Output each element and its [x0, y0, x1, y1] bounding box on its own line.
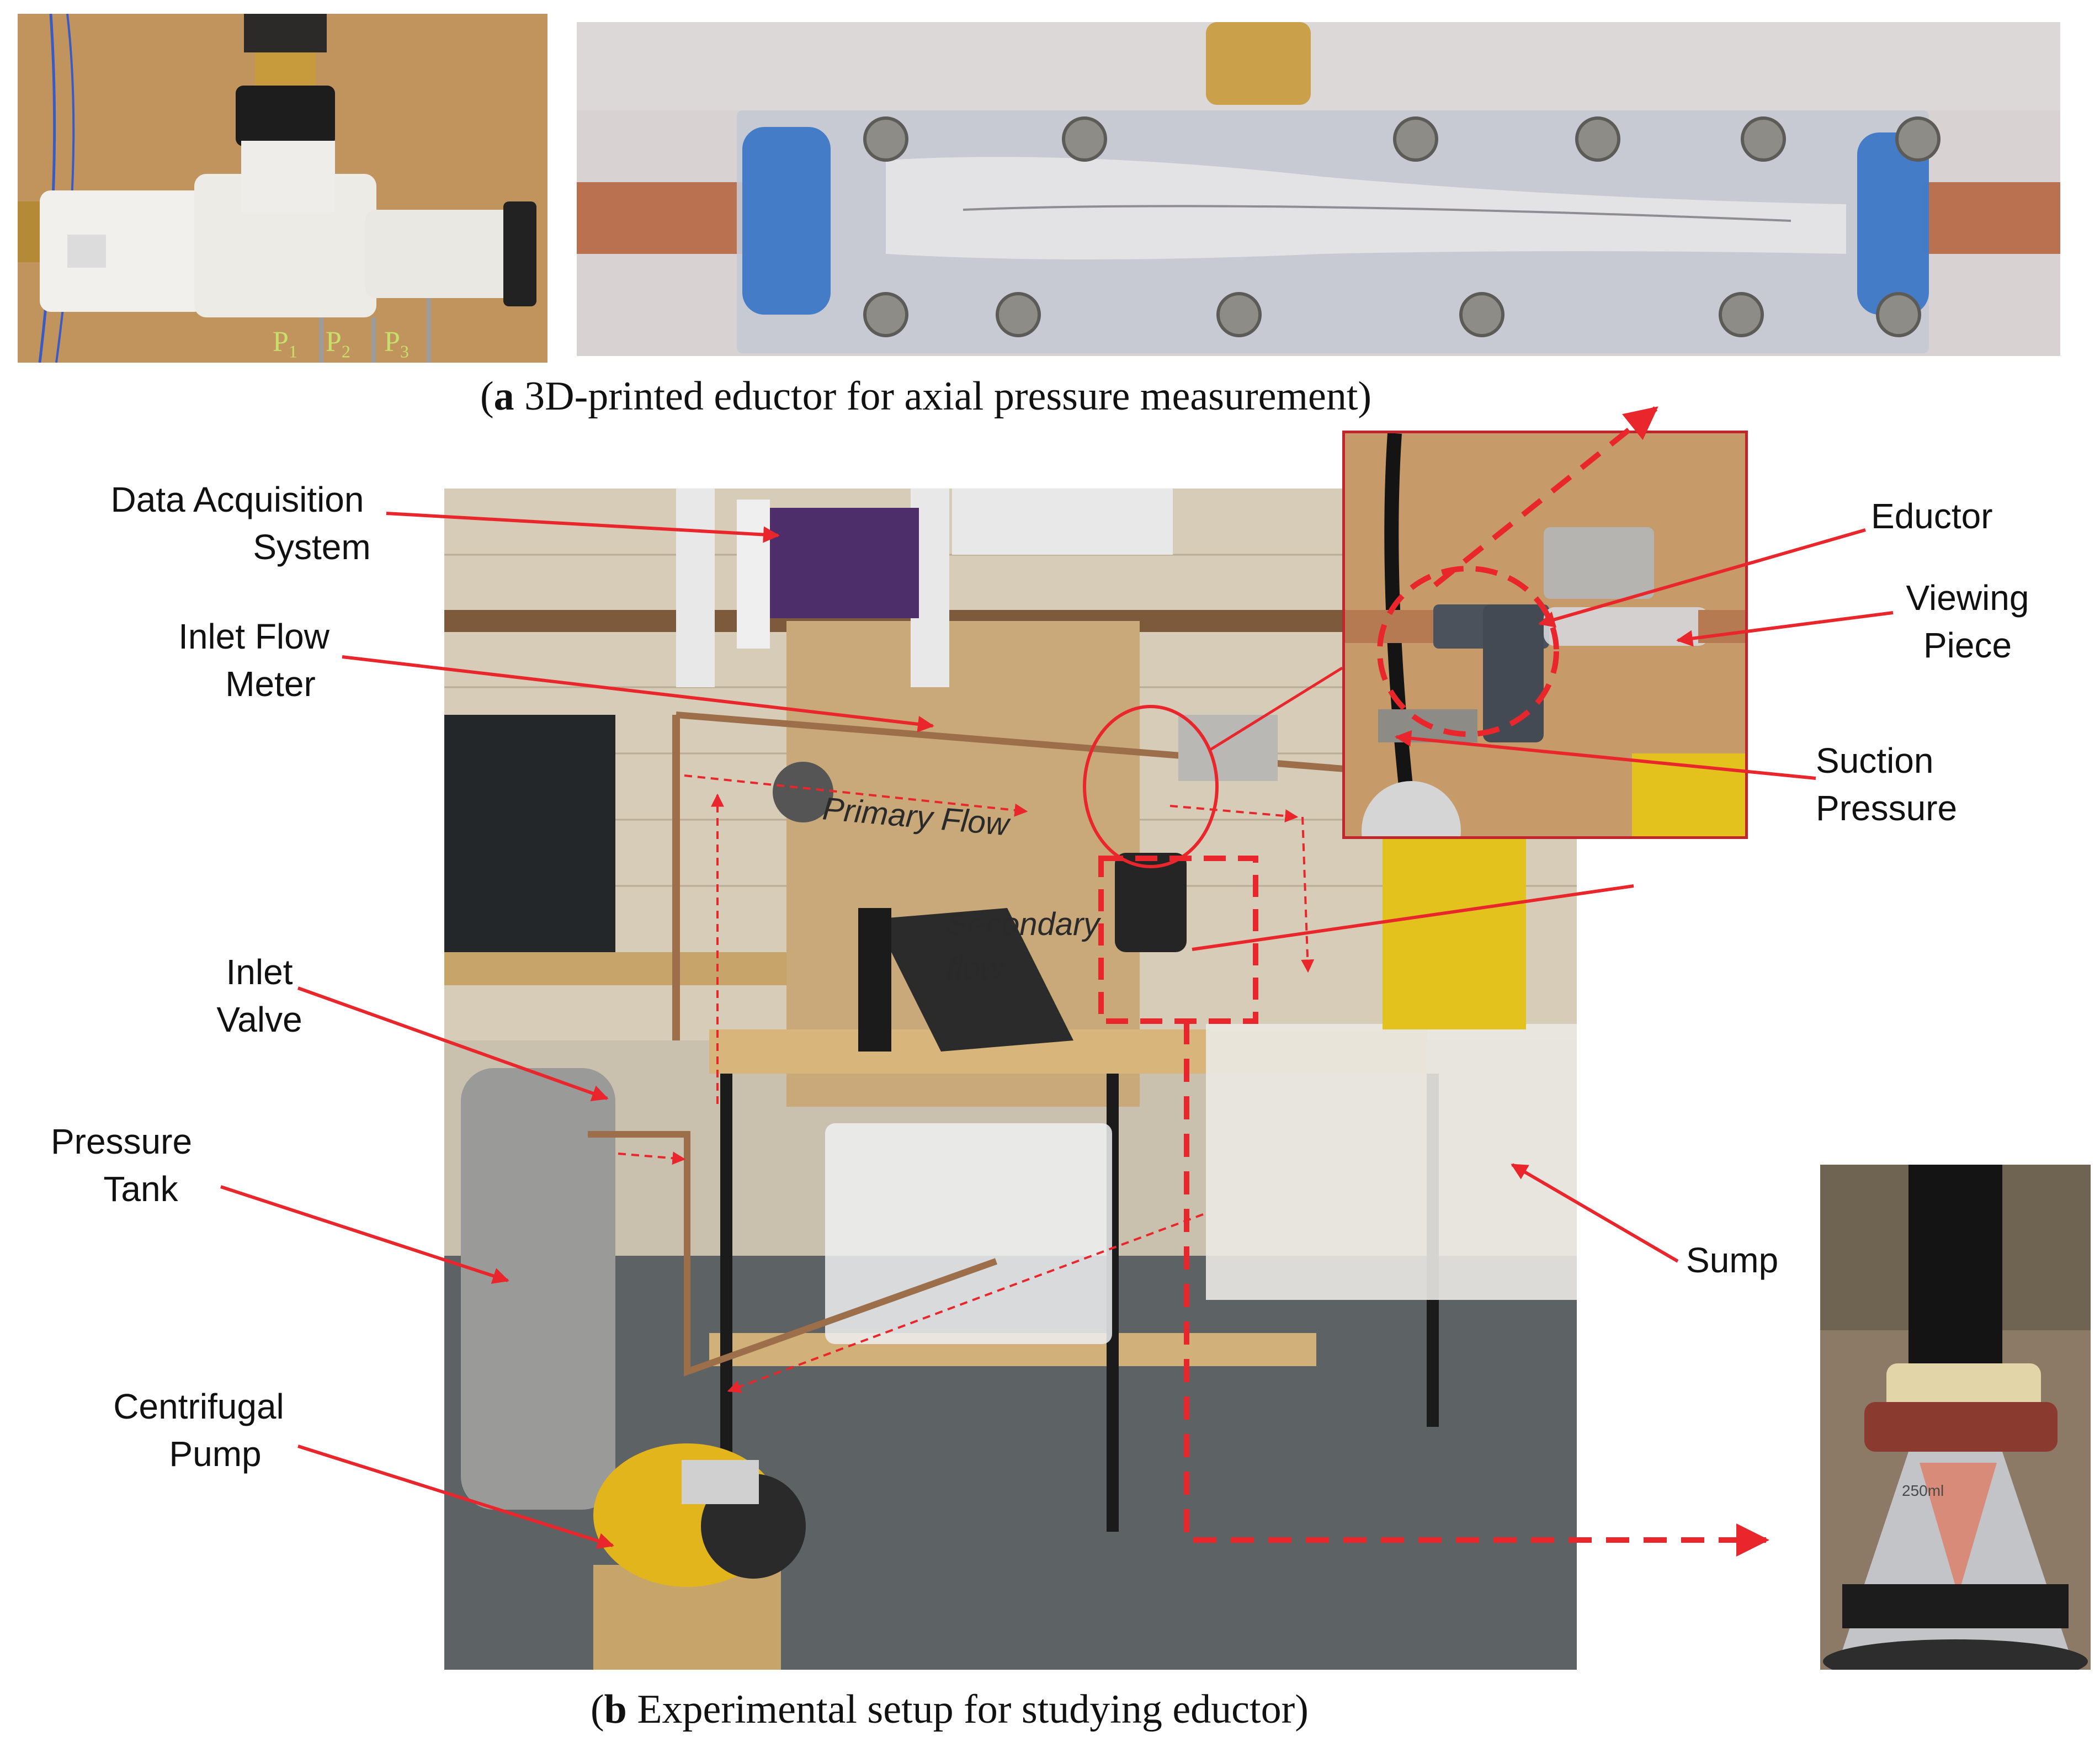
label-inlet-flow-meter: Inlet Flow Meter	[178, 617, 329, 704]
label-suction-pressure: Suction Pressure	[1816, 741, 1958, 828]
label-sump: Sump	[1686, 1240, 1779, 1280]
label-secondary-flow: Secondary flow	[947, 906, 1100, 986]
caption-b: (b Experimental setup for studying educt…	[591, 1687, 1309, 1732]
pressure-tap-p3-label: P3	[384, 326, 409, 362]
photo-a-right-eductor	[577, 22, 2060, 356]
inset-suction-flask: 250ml	[1820, 1165, 2091, 1670]
label-inlet-valve: Inlet Valve	[216, 952, 302, 1039]
caption-a: (a 3D-printed eductor for axial pressure…	[480, 374, 1372, 419]
label-data-acquisition-system: Data Acquisition System	[110, 480, 371, 567]
label-eductor: Eductor	[1871, 496, 1993, 536]
photo-a-left-tee	[18, 14, 547, 363]
flask-volume-mark: 250ml	[1902, 1482, 1944, 1499]
pressure-tap-p2-label: P2	[326, 326, 350, 362]
label-centrifugal-pump: Centrifugal Pump	[113, 1387, 284, 1474]
label-viewing-piece: Viewing Piece	[1906, 578, 2029, 665]
label-pressure-tank: Pressure Tank	[50, 1122, 193, 1209]
pressure-tap-p1-label: P1	[273, 326, 297, 362]
inset-eductor-closeup	[1342, 431, 1748, 839]
